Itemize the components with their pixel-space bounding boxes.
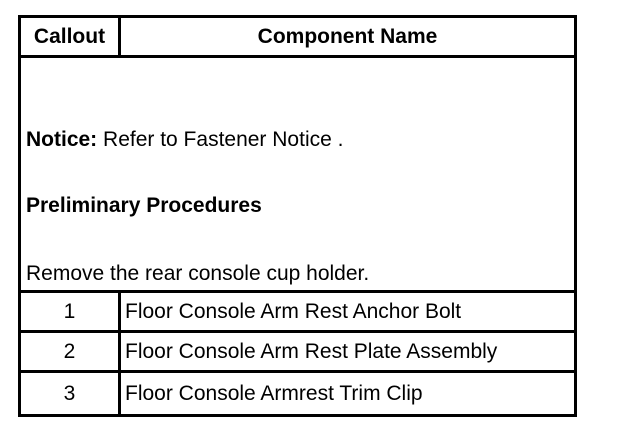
- table-row: 3 Floor Console Armrest Trim Clip: [21, 373, 574, 414]
- callout-cell: 2: [21, 333, 121, 370]
- preliminary-procedures-text: Remove the rear console cup holder.: [26, 262, 370, 285]
- notes-section: Notice: Refer to Fastener Notice . Preli…: [21, 58, 574, 293]
- callout-column-header: Callout: [21, 18, 121, 55]
- callout-cell: 1: [21, 293, 121, 330]
- table-row: 2 Floor Console Arm Rest Plate Assembly: [21, 333, 574, 373]
- table-row: 1 Floor Console Arm Rest Anchor Bolt: [21, 293, 574, 333]
- component-table: Callout Component Name Notice: Refer to …: [18, 15, 577, 417]
- component-name-cell: Floor Console Armrest Trim Clip: [125, 381, 423, 405]
- component-name-cell: Floor Console Arm Rest Plate Assembly: [125, 339, 498, 363]
- component-name-cell: Floor Console Arm Rest Anchor Bolt: [125, 299, 462, 323]
- callout-cell: 3: [21, 373, 121, 414]
- component-name-column-header: Component Name: [257, 24, 438, 48]
- preliminary-procedures-heading: Preliminary Procedures: [26, 194, 262, 217]
- notice-line: Notice: Refer to Fastener Notice .: [26, 128, 343, 152]
- notice-text: Refer to Fastener Notice .: [97, 128, 344, 151]
- notice-label: Notice:: [26, 128, 98, 151]
- table-header-row: Callout Component Name: [21, 18, 574, 58]
